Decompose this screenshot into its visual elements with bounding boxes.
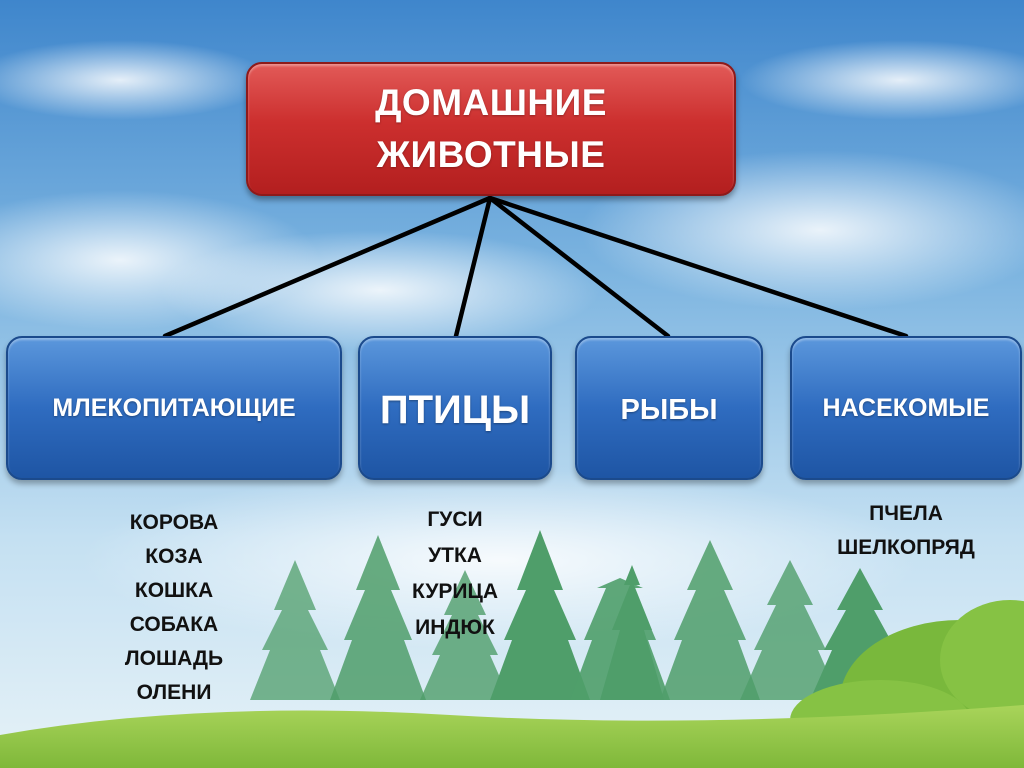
list-item: ГУСИ [427,508,483,531]
trees [250,530,910,700]
clouds [0,40,1024,650]
insects-list: ПЧЕЛА ШЕЛКОПРЯД [790,497,1022,565]
connector-mammals [162,195,493,339]
grass [0,705,1024,768]
list-item: ПЧЕЛА [869,502,943,525]
list-item: ИНДЮК [415,616,495,639]
connector-fish [487,195,671,339]
list-item: ОЛЕНИ [136,681,212,704]
root-node-domestic-animals: ДОМАШНИЕ ЖИВОТНЫЕ [246,62,736,196]
category-node-birds: ПТИЦЫ [358,336,552,480]
root-title-line2: ЖИВОТНЫЕ [376,134,606,175]
category-label-insects: НАСЕКОМЫЕ [822,394,990,422]
connector-insects [487,195,909,339]
list-item: КУРИЦА [411,580,498,603]
root-title-line1: ДОМАШНИЕ [375,82,607,123]
category-label-birds: ПТИЦЫ [379,388,531,432]
list-item: КОШКА [134,579,214,602]
list-item: СОБАКА [129,613,219,636]
category-node-insects: НАСЕКОМЫЕ [790,336,1022,480]
birds-list: ГУСИ УТКА КУРИЦА ИНДЮК [355,502,555,646]
list-item: ЛОШАДЬ [124,647,224,670]
category-label-mammals: МЛЕКОПИТАЮЩИЕ [52,394,296,422]
list-item: УТКА [428,544,482,567]
category-node-fish: РЫБЫ [575,336,763,480]
connector-birds [453,195,493,339]
category-node-mammals: МЛЕКОПИТАЮЩИЕ [6,336,342,480]
list-item: ШЕЛКОПРЯД [837,536,975,559]
connector-lines [162,195,909,339]
list-item: КОЗА [145,545,203,568]
list-item: КОРОВА [129,511,219,534]
mammals-list: КОРОВА КОЗА КОШКА СОБАКА ЛОШАДЬ ОЛЕНИ [24,506,324,710]
category-label-fish: РЫБЫ [620,394,718,426]
